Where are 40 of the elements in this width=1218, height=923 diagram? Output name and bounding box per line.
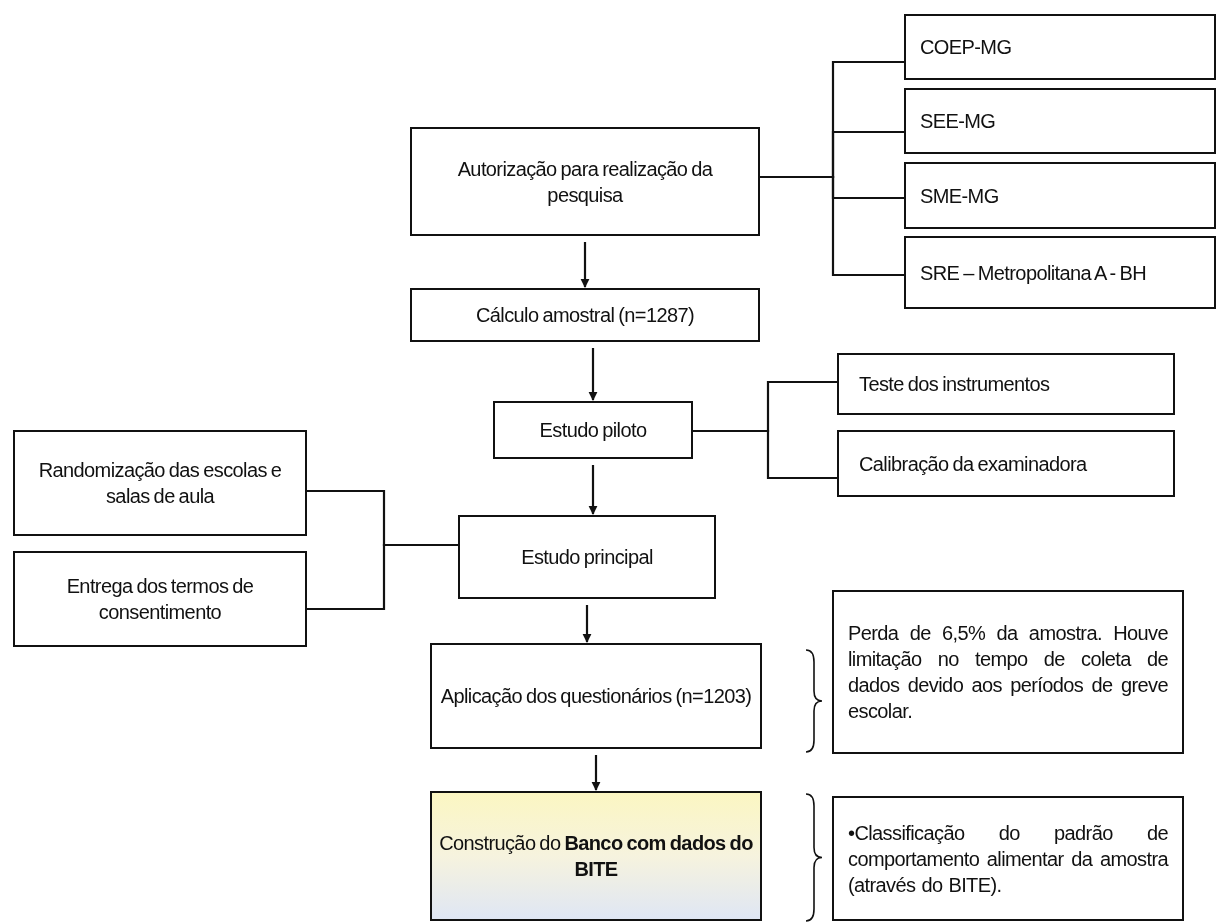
box-text: Estudo principal: [521, 545, 653, 570]
box-text: Autorização para realização da pesquisa: [456, 156, 714, 208]
process-box: [430, 791, 762, 921]
arrow: [588, 465, 598, 515]
process-box: [837, 430, 1175, 497]
box-text: Randomização das escolas e salas de aula: [37, 458, 283, 509]
process-box: [430, 643, 762, 749]
box-text: SRE – Metropolitana A - BH: [920, 260, 1147, 286]
arrow: [580, 242, 590, 288]
box-text: Construção do Banco com dados do BITE: [438, 831, 754, 882]
process-box: [837, 353, 1175, 415]
box-text: Aplicação dos questionários (n=1203): [440, 684, 752, 709]
process-box: [13, 430, 307, 536]
box-text: Perda de 6,5% da amostra. Houve limitação no tempo de coleta de dados devido aos períodos de greve escolar.: [848, 621, 1168, 724]
process-box: [410, 288, 760, 342]
box-text: COEP-MG: [920, 35, 1012, 60]
process-box: [904, 236, 1216, 309]
connector-line: [693, 429, 837, 480]
box-text: SEE-MG: [920, 109, 996, 134]
box-text: Calibração da examinadora: [859, 451, 1087, 477]
arrow: [588, 348, 598, 401]
process-box: [904, 162, 1216, 229]
box-text: Estudo piloto: [539, 418, 647, 443]
process-box: [410, 127, 760, 236]
process-box: [13, 551, 307, 647]
arrow: [582, 605, 592, 643]
process-box: [832, 590, 1184, 754]
box-text: •Classificação do padrão de comportamento alimentar da amostra (através do BITE).: [848, 820, 1168, 898]
process-box: [904, 88, 1216, 154]
connector-line: [760, 175, 904, 277]
connector-line: [307, 543, 458, 611]
arrow: [591, 755, 601, 791]
process-box: [832, 796, 1184, 921]
box-text: Teste dos instrumentos: [859, 372, 1050, 397]
process-box: [458, 515, 716, 599]
box-text: Entrega dos termos de consentimento: [65, 574, 255, 625]
process-box: [493, 401, 693, 459]
process-box: [904, 14, 1216, 80]
box-text: Cálculo amostral (n=1287): [475, 303, 695, 328]
box-text: SME-MG: [920, 183, 999, 209]
